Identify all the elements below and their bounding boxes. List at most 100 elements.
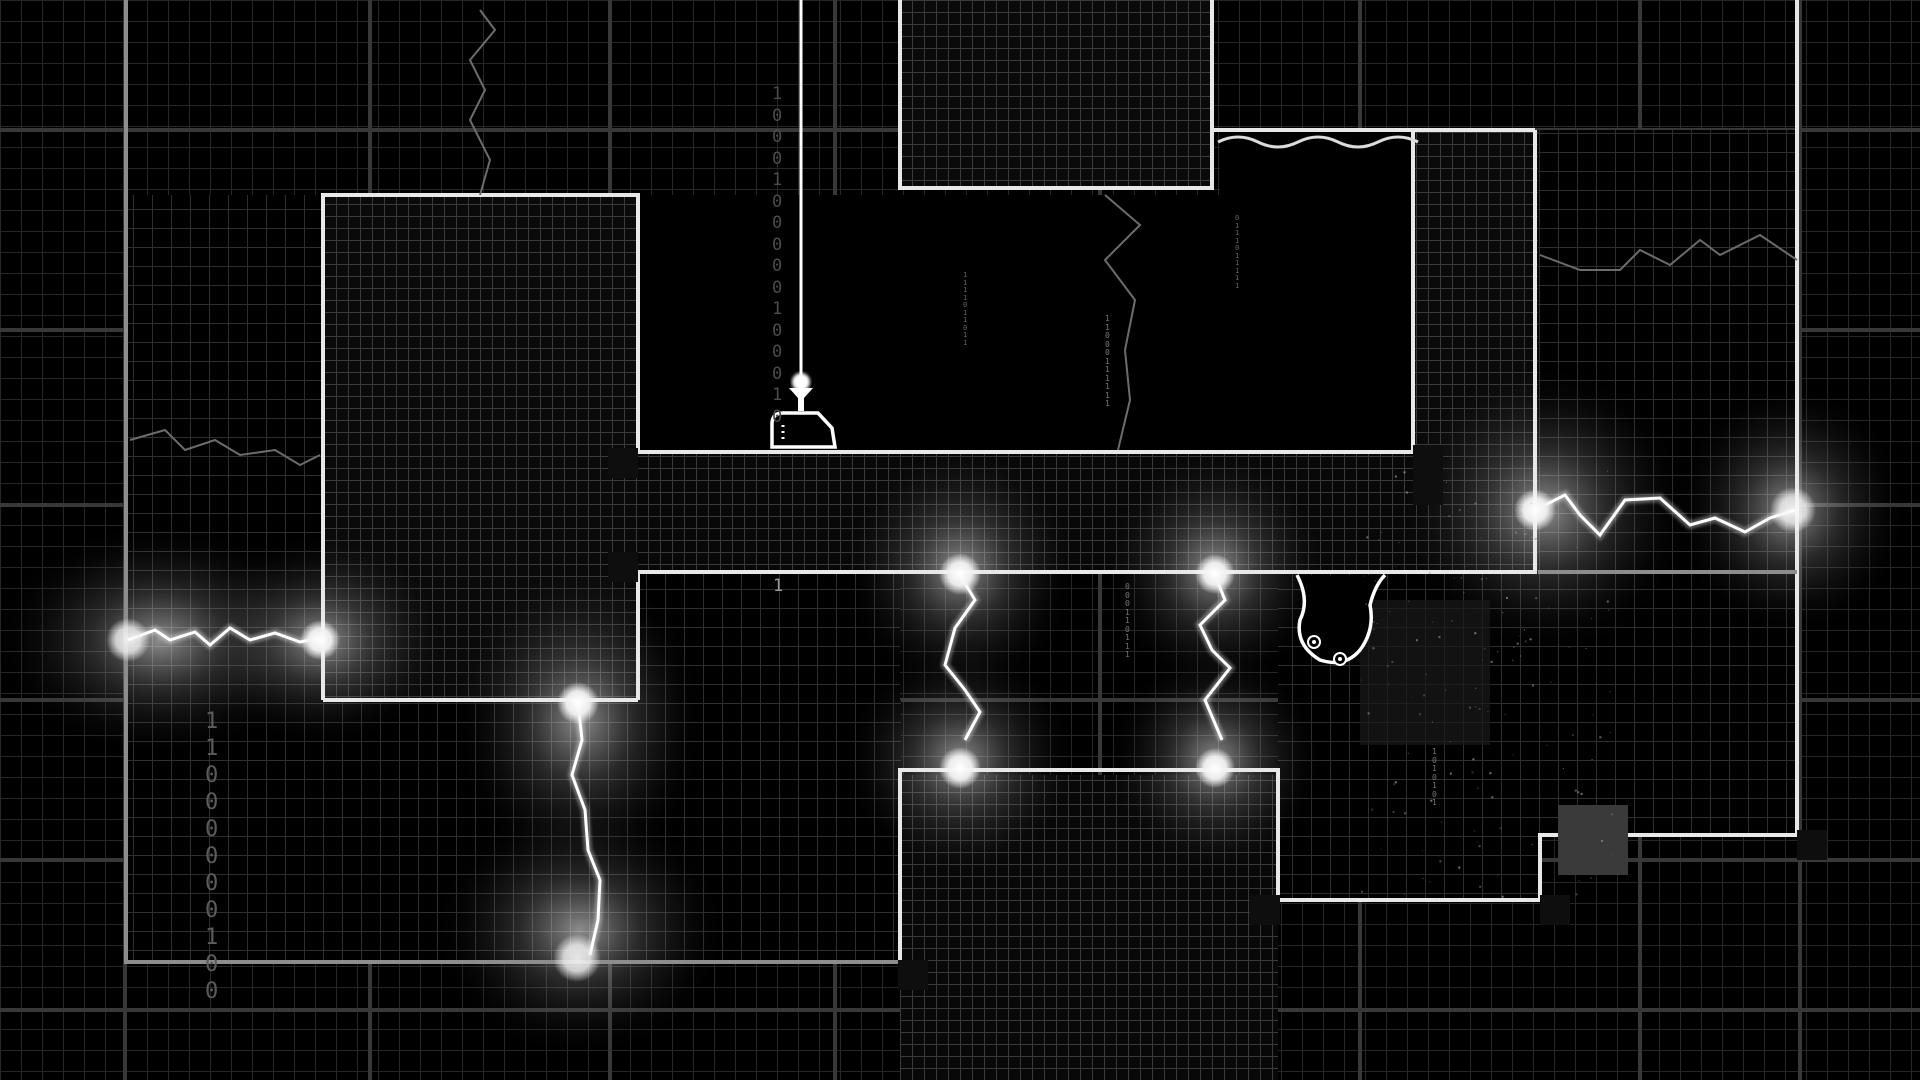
binary-column-thin-c: 1 1 1 1 0 1 1 0 1 1 (963, 271, 968, 347)
dust-particle (1607, 470, 1608, 472)
dust-particle (1548, 607, 1550, 609)
dust-particle (1522, 507, 1524, 509)
dust-particle (1575, 546, 1577, 548)
binary-column-thin-e: 1 0 1 0 1 0 1 (1432, 747, 1437, 807)
dust-particle (1469, 706, 1471, 709)
dust-particle (1529, 638, 1532, 641)
electric-node-icon (106, 618, 150, 662)
dust-particle (1458, 508, 1461, 511)
electric-node-icon (1770, 487, 1816, 533)
dust-particle (1591, 618, 1592, 620)
dust-particle (1474, 830, 1476, 832)
dust-particle (1389, 611, 1391, 613)
dust-particle (1497, 875, 1499, 877)
dust-particle (1521, 512, 1523, 514)
dust-particle (1609, 691, 1611, 693)
dust-particle (1574, 789, 1577, 792)
dust-particle (1392, 811, 1395, 814)
dust-particle (1543, 476, 1545, 478)
gray-haze (1360, 600, 1490, 745)
dust-particle (1373, 621, 1375, 623)
robot-player-icon (770, 373, 838, 449)
dust-particle (1398, 542, 1400, 543)
dust-particle (1393, 783, 1396, 786)
dust-particle (1372, 647, 1375, 650)
electric-nodes (106, 487, 1816, 982)
dust-particle (1360, 679, 1361, 681)
dust-particle (1395, 566, 1397, 568)
grid-room-top (900, 0, 1212, 188)
dust-particle (1446, 481, 1447, 483)
dust-particle (1575, 893, 1578, 896)
dust-particle (1524, 640, 1527, 643)
gray-block (1558, 805, 1628, 875)
dust-particle (1487, 711, 1489, 713)
dust-particle (1380, 848, 1382, 850)
dust-particle (1391, 661, 1394, 663)
dust-particle (1531, 536, 1534, 539)
dust-particle (1451, 620, 1453, 622)
dust-particle (1516, 642, 1519, 645)
dust-particle (1404, 812, 1407, 815)
dust-particle (1371, 808, 1374, 811)
binary-column-thin-b: 0 1 1 1 0 1 1 1 1 1 (1235, 214, 1240, 290)
dust-particle (1585, 648, 1587, 650)
dust-particle (1550, 681, 1552, 683)
dust-particle (1499, 590, 1501, 591)
dust-particle (1449, 741, 1451, 743)
binary-column-thin-a: 1 1 0 0 0 1 1 1 1 1 1 (1105, 314, 1110, 408)
dust-particle (1361, 890, 1363, 893)
dust-particle (1506, 597, 1508, 599)
dust-particle (1568, 647, 1570, 649)
dust-particle (1431, 721, 1433, 723)
dust-particle (1412, 696, 1413, 698)
dust-particle (1366, 536, 1369, 539)
dust-particle (1363, 575, 1365, 577)
dust-particle (1408, 600, 1410, 602)
dust-particle (1472, 758, 1475, 761)
dust-particle (1592, 714, 1594, 716)
dust-particle (1599, 736, 1602, 739)
dust-particle (1518, 635, 1520, 637)
dust-particle (1430, 799, 1433, 802)
dust-particle (1601, 840, 1603, 842)
dust-particle (1367, 712, 1370, 715)
electric-node-icon (557, 682, 599, 724)
dust-particle (1431, 621, 1433, 623)
dust-particle (1474, 502, 1477, 505)
dust-particle (1403, 471, 1406, 474)
dust-particle (1611, 854, 1613, 856)
dust-particle (1365, 603, 1367, 606)
dust-particle (1480, 537, 1482, 539)
dust-particle (1580, 792, 1583, 795)
dust-particle (1562, 768, 1564, 769)
dust-particle (1499, 827, 1502, 830)
dust-particle (1512, 659, 1514, 661)
dust-particle (1453, 577, 1455, 579)
dust-particle (1489, 772, 1492, 775)
dust-particle (1504, 480, 1506, 482)
dust-particle (1532, 684, 1535, 687)
dust-particle (1460, 577, 1462, 579)
dust-particle (1373, 628, 1375, 630)
dust-particle (1546, 744, 1548, 746)
dust-particle (1565, 528, 1567, 530)
electric-node-icon (939, 747, 981, 789)
dust-particle (1465, 566, 1467, 567)
dust-particle (1486, 577, 1487, 579)
electric-node-icon (1514, 489, 1556, 531)
dust-particle (1479, 885, 1482, 888)
dust-particle (1610, 732, 1611, 733)
dust-particle (1608, 609, 1610, 611)
electric-node-icon (939, 553, 981, 595)
grid-corridor (638, 130, 1538, 570)
hanging-creature-icon (1295, 573, 1387, 666)
dust-particle (1578, 880, 1580, 882)
dust-particle (1524, 533, 1527, 535)
lightning-arcs-glow (126, 489, 1797, 956)
dust-particle (1530, 502, 1532, 504)
dust-particle (1606, 600, 1609, 603)
ceiling-wave (1217, 135, 1419, 149)
electric-node-icon (1195, 554, 1235, 594)
